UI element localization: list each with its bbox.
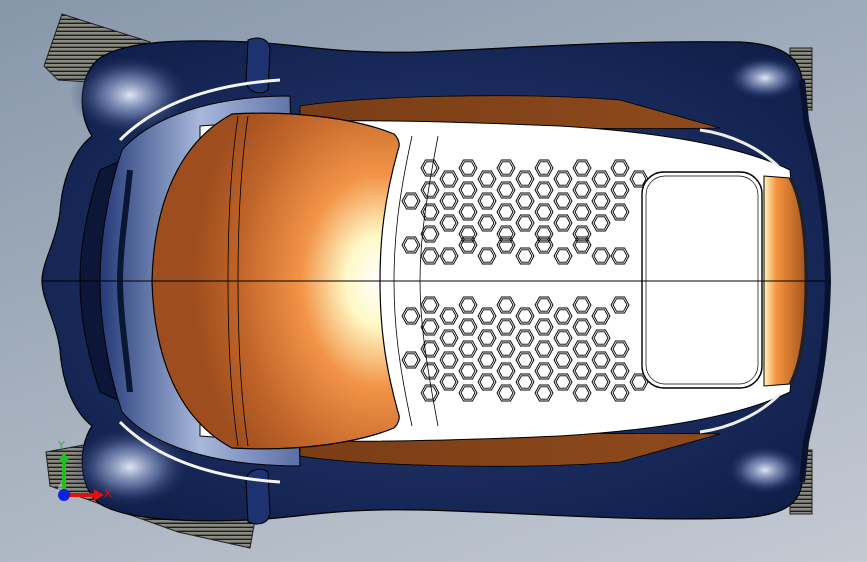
mirror-left [245,37,271,94]
body-highlight [70,55,190,135]
body-highlight [727,56,803,100]
body-highlight [70,427,190,507]
body-highlight [727,446,803,494]
axis-triad[interactable]: Y X [44,438,120,508]
x-axis-label: X [104,487,112,500]
mirror-right [245,468,271,525]
rear-window [641,171,763,389]
z-axis-icon [58,489,70,501]
y-axis-label: Y [58,439,65,452]
triad-graphic [57,452,104,501]
